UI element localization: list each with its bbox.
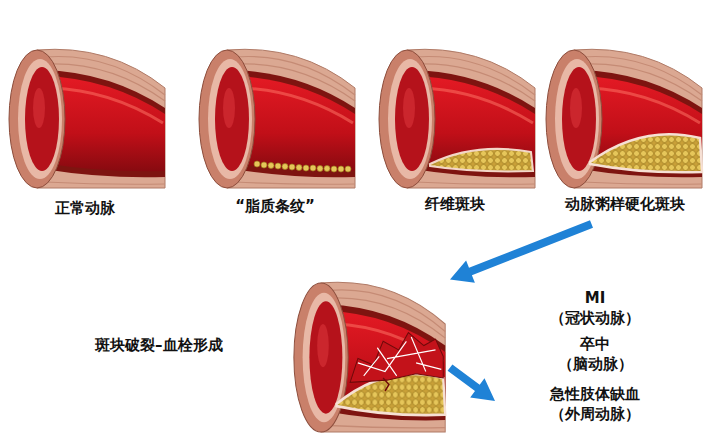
outcome-group: MI（冠状动脉） 卒中（脑动脉） 急性肢体缺血（外周动脉） xyxy=(495,285,695,430)
outcome-text: （冠状动脉） xyxy=(550,308,640,328)
artery-stage: “脂质条纹” xyxy=(195,38,355,224)
outcome-text: 急性肢体缺血 xyxy=(550,384,640,404)
artery-stage: 动脉粥样硬化斑块 xyxy=(542,38,707,224)
flow-arrow xyxy=(450,220,593,282)
stage-caption: 正常动脉 xyxy=(55,198,115,218)
stage-caption: “脂质条纹” xyxy=(235,196,315,216)
outcome-text: MI xyxy=(585,288,606,308)
artery-stage: 正常动脉 xyxy=(5,38,165,224)
stage-caption: 纤维斑块 xyxy=(425,194,485,214)
flow-arrow xyxy=(448,364,495,401)
stage-caption: 斑块破裂–血栓形成 xyxy=(95,335,223,355)
outcome-text: 卒中 xyxy=(580,334,610,354)
outcome-text: （外周动脉） xyxy=(550,404,640,424)
stage-caption: 动脉粥样硬化斑块 xyxy=(565,194,685,214)
rupture-stage: 斑块破裂–血栓形成 xyxy=(85,268,450,434)
outcome-text: （脑动脉） xyxy=(558,354,633,374)
artery-stage: 纤维斑块 xyxy=(375,38,535,224)
